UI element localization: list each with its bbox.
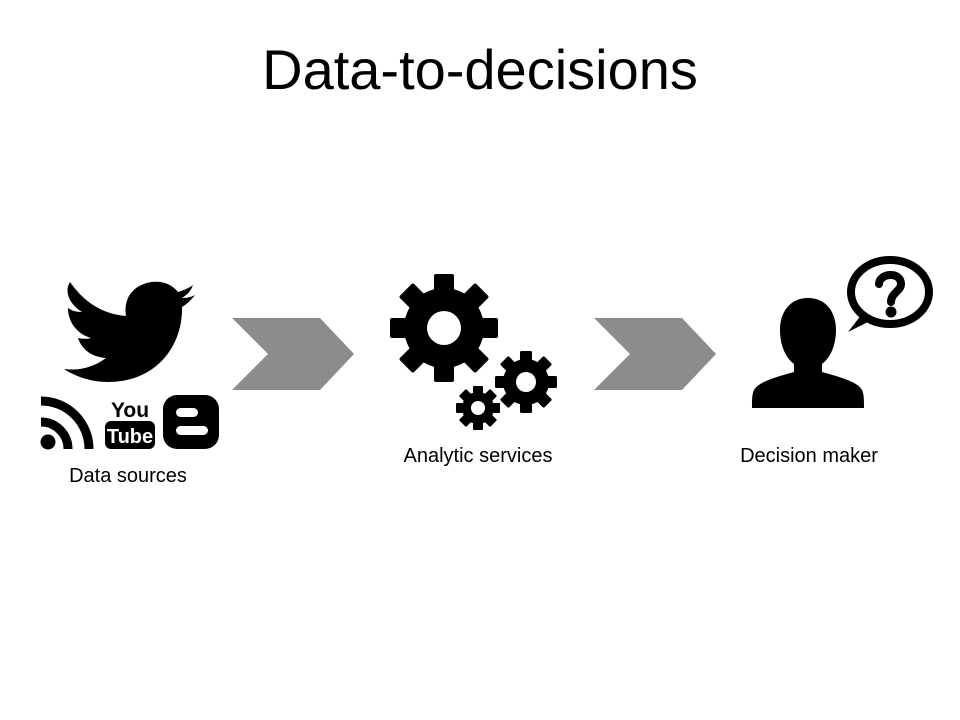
question-speech-bubble-icon: [847, 256, 933, 332]
medium-gear-icon: [495, 351, 557, 413]
youtube-icon: You Tube: [105, 399, 155, 449]
small-gear-icon: [456, 386, 500, 430]
stage-label-analytic-services: Analytic services: [403, 445, 553, 467]
slide-title: Data-to-decisions: [262, 38, 698, 101]
gears-icon: [390, 274, 557, 430]
person-icon: [752, 298, 864, 408]
rss-feed-icon: [40, 396, 94, 450]
stage-label-data-sources: Data sources: [69, 465, 187, 487]
twitter-bird-icon: [64, 281, 195, 382]
flow-arrow-1: [232, 318, 354, 390]
blogger-icon: [163, 395, 219, 449]
youtube-you-text: You: [111, 399, 149, 422]
stage-label-decision-maker: Decision maker: [740, 445, 878, 467]
flow-arrow-2: [594, 318, 716, 390]
youtube-tube-text: Tube: [107, 426, 153, 448]
large-gear-icon: [390, 274, 498, 382]
